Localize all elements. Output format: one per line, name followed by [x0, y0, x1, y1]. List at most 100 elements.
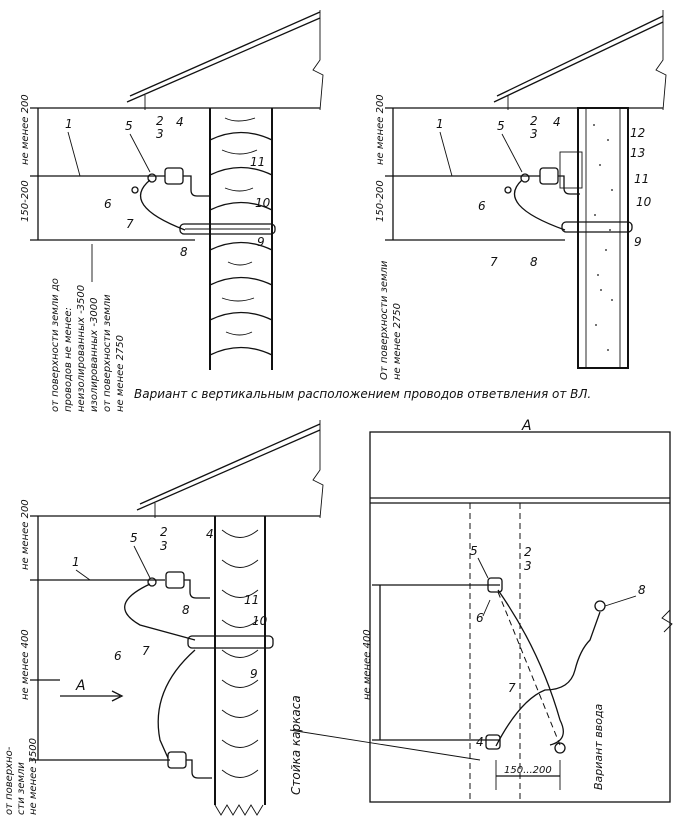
svg-text:от поверхности земли: от поверхности земли: [102, 294, 113, 412]
svg-text:3: 3: [530, 127, 538, 141]
svg-text:3: 3: [524, 559, 532, 573]
hook-bracket: [183, 175, 211, 197]
svg-text:9: 9: [257, 235, 265, 249]
svg-text:8: 8: [182, 603, 190, 617]
svg-text:не менее 2750: не менее 2750: [115, 335, 126, 412]
roof-line: [129, 11, 321, 97]
post-label: Стойка каркаса: [289, 695, 303, 795]
svg-text:не менее 200: не менее 200: [20, 94, 31, 165]
svg-text:2: 2: [524, 545, 532, 559]
svg-text:От поверхности земли: От поверхности земли: [379, 260, 390, 380]
svg-text:8: 8: [180, 245, 188, 259]
dim-label-bl-mid: не менее 400: [20, 629, 31, 700]
drop-wire: [139, 179, 186, 231]
insulator-box: [539, 167, 559, 185]
panel-frame-wall: А 1 5 23 4 811 106 79 не менее 200 не ме…: [4, 420, 481, 816]
callouts-br: 5 23 6 7 8 4: [470, 544, 646, 749]
dim-horiz-label: 150...200: [504, 765, 552, 776]
svg-text:10: 10: [636, 195, 652, 209]
svg-text:Вариант ввода: Вариант ввода: [592, 703, 605, 790]
drop-wire-lower: [157, 649, 196, 759]
panel-concrete-wall: 1 5 23 4 12 13 11 10 6 7 8 9 не менее 200 15…: [375, 10, 667, 380]
svg-text:не менее 200: не менее 200: [20, 499, 31, 570]
insulator-lower: [485, 734, 501, 750]
post-leader: [289, 729, 481, 761]
svg-text:от поверхно-: от поверхно-: [4, 746, 15, 815]
svg-text:12: 12: [630, 126, 645, 140]
pass-through-pipe: [187, 635, 274, 649]
dim-label-bl-top: не менее 200: [20, 499, 31, 570]
svg-text:10: 10: [255, 196, 271, 210]
svg-text:9: 9: [250, 667, 258, 681]
svg-text:не менее 2750: не менее 2750: [392, 303, 403, 380]
svg-text:13: 13: [630, 146, 645, 160]
wall-insulator: [594, 600, 606, 612]
roof-line-inner: [126, 17, 321, 103]
variant-insulator: [554, 742, 566, 754]
svg-text:изолированных -3000: изолированных -3000: [89, 298, 100, 412]
view-a-frame: [369, 431, 671, 803]
dim-label-br: не менее 400: [362, 629, 373, 700]
insulator-box-upper: [165, 571, 185, 589]
insulator-box: [164, 167, 184, 185]
drop-wire: [124, 583, 196, 641]
svg-text:5: 5: [125, 119, 133, 133]
view-arrow-head: [111, 690, 124, 702]
variant-route: [497, 591, 561, 746]
roof-break: [655, 10, 667, 111]
svg-text:8: 8: [530, 255, 538, 269]
svg-text:4: 4: [206, 527, 214, 541]
svg-text:6: 6: [476, 611, 484, 625]
clamp-5: [147, 173, 157, 183]
service-route: [495, 611, 601, 747]
roof-break: [312, 10, 324, 111]
svg-text:6: 6: [114, 649, 122, 663]
svg-text:не менее 400: не менее 400: [20, 629, 31, 700]
dim-label-tr-mid: 150-200: [375, 180, 386, 222]
svg-text:сти земли: сти земли: [16, 762, 27, 815]
svg-text:7: 7: [490, 255, 498, 269]
svg-text:3: 3: [156, 127, 164, 141]
svg-text:6: 6: [478, 199, 486, 213]
svg-text:5: 5: [130, 531, 138, 545]
view-arrow-label: А: [75, 678, 86, 694]
callouts-bl: 1 5 23 4 811 106 79: [72, 525, 268, 681]
callouts-tr: 1 5 23 4 12 13 11 10 6 7 8 9: [436, 114, 652, 269]
svg-text:2: 2: [530, 114, 538, 128]
clamp-5: [520, 173, 530, 183]
svg-text:1: 1: [72, 555, 80, 569]
svg-text:4: 4: [553, 115, 561, 129]
dim-label-tr-top: не менее 200: [375, 94, 386, 165]
svg-text:5: 5: [497, 119, 505, 133]
side-text-bl: от поверхно- сти земли не менее 3500: [4, 738, 39, 815]
roof-break: [312, 420, 324, 519]
drop-wire: [513, 179, 566, 231]
svg-text:9: 9: [634, 235, 642, 249]
svg-text:от поверхности земли до: от поверхности земли до: [50, 278, 61, 412]
clamp-6: [504, 186, 512, 194]
svg-text:2: 2: [160, 525, 168, 539]
svg-text:5: 5: [470, 544, 478, 558]
svg-text:150-200: 150-200: [20, 180, 31, 222]
side-text-tr: От поверхности земли не менее 2750: [379, 260, 403, 380]
svg-text:неизолированных -3500: неизолированных -3500: [76, 285, 87, 412]
svg-text:10: 10: [252, 614, 268, 628]
svg-text:11: 11: [634, 172, 649, 186]
figure-caption: Вариант с вертикальным расположением про…: [134, 387, 591, 401]
anchor-plate: [559, 151, 583, 189]
svg-text:проводов не менее:: проводов не менее:: [63, 307, 74, 412]
clamp-6: [131, 186, 139, 194]
wall-break: [661, 609, 673, 633]
svg-text:1: 1: [65, 117, 73, 131]
svg-text:не менее 3500: не менее 3500: [28, 738, 39, 815]
clamp-5: [147, 577, 157, 587]
concrete-wall: [577, 107, 629, 369]
dim-label-tl-mid: 150-200: [20, 180, 31, 222]
svg-text:150-200: 150-200: [375, 180, 386, 222]
drop-wire: [497, 589, 564, 746]
svg-text:1: 1: [436, 117, 444, 131]
svg-text:7: 7: [126, 217, 134, 231]
svg-text:4: 4: [476, 735, 484, 749]
